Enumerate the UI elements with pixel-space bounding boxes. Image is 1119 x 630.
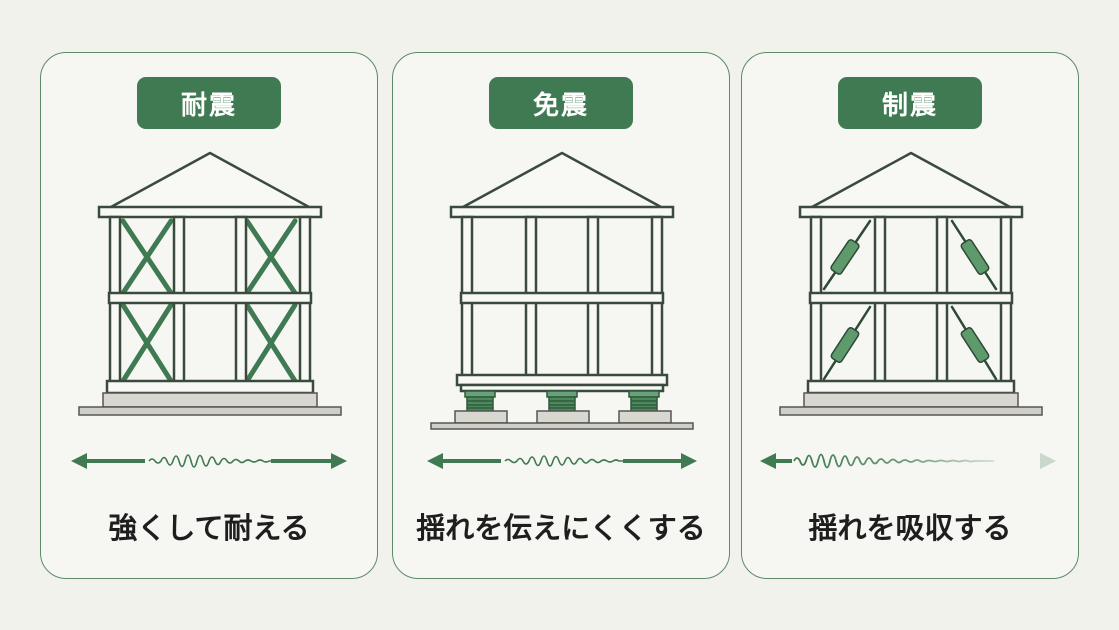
- base-isolated-house-icon: [427, 151, 697, 469]
- braced-frame-house-icon: [71, 151, 347, 469]
- card-caption: 揺れを吸収する: [808, 511, 1012, 545]
- card-seishin: 制震: [741, 52, 1079, 579]
- card-menshin: 免震: [392, 52, 730, 579]
- card-title: 免震: [489, 77, 633, 129]
- card-title: 耐震: [137, 77, 281, 129]
- damper-house-icon: [760, 151, 1056, 469]
- card-taishin: 耐震 強: [40, 52, 378, 579]
- card-caption: 強くして耐える: [108, 511, 310, 545]
- card-caption: 揺れを伝えにくくする: [416, 511, 706, 545]
- card-title: 制震: [838, 77, 982, 129]
